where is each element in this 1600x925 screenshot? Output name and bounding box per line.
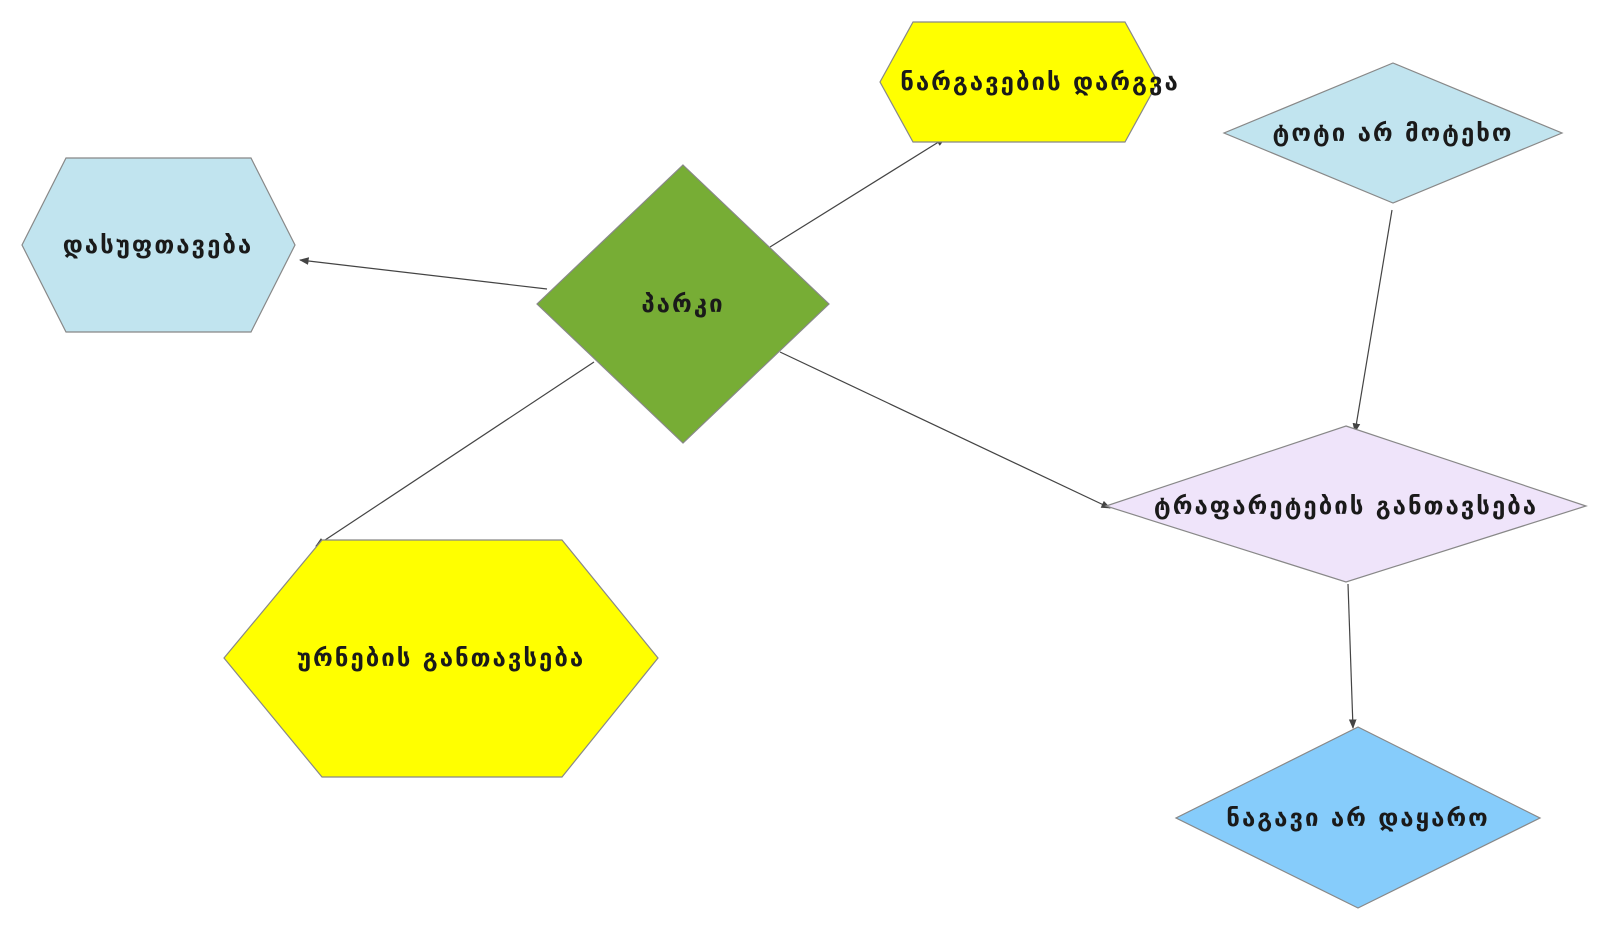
edge-park-to-cleaning xyxy=(299,257,548,290)
node-dont-break-branch-label: ტოტი არ მოტეხო xyxy=(1273,119,1514,147)
node-park[interactable]: პარკი xyxy=(536,164,830,444)
node-bins-placement[interactable]: ურნების განთავსება xyxy=(223,539,659,778)
node-dont-litter-label: ნაგავი არ დაყარო xyxy=(1226,804,1489,832)
edges-group xyxy=(299,137,1393,729)
dont-litter-diamond-shape xyxy=(1174,726,1542,909)
node-cleaning-label: დასუფთავება xyxy=(63,231,253,259)
node-tree-planting-label: ნარგავების დარგვა xyxy=(900,68,1180,96)
node-bins-placement-label: ურნების განთავსება xyxy=(297,644,585,672)
node-dont-break-branch[interactable]: ტოტი არ მოტეხო xyxy=(1222,62,1564,204)
bins-placement-hexagon-shape xyxy=(223,539,659,778)
dont-break-branch-diamond-shape xyxy=(1222,62,1564,204)
park-diamond-shape xyxy=(536,164,830,444)
edge-branch-to-sign-placement xyxy=(1352,209,1393,433)
tree-planting-hexagon-shape xyxy=(879,21,1159,143)
node-park-label: პარკი xyxy=(641,290,724,318)
sign-placement-diamond-shape xyxy=(1104,425,1588,583)
cleaning-hexagon-shape xyxy=(21,157,296,333)
edge-park-to-sign-placement xyxy=(779,351,1111,509)
node-tree-planting[interactable]: ნარგავების დარგვა xyxy=(879,21,1180,143)
edge-park-to-tree-planting xyxy=(769,137,946,248)
edge-park-to-bins-placement xyxy=(315,361,595,547)
edge-sign-placement-to-dont-litter xyxy=(1347,583,1357,729)
node-dont-litter[interactable]: ნაგავი არ დაყარო xyxy=(1174,726,1542,909)
node-sign-placement[interactable]: ტრაფარეტების განთავსება xyxy=(1104,425,1588,583)
node-sign-placement-label: ტრაფარეტების განთავსება xyxy=(1154,492,1538,520)
node-cleaning[interactable]: დასუფთავება xyxy=(21,157,296,333)
